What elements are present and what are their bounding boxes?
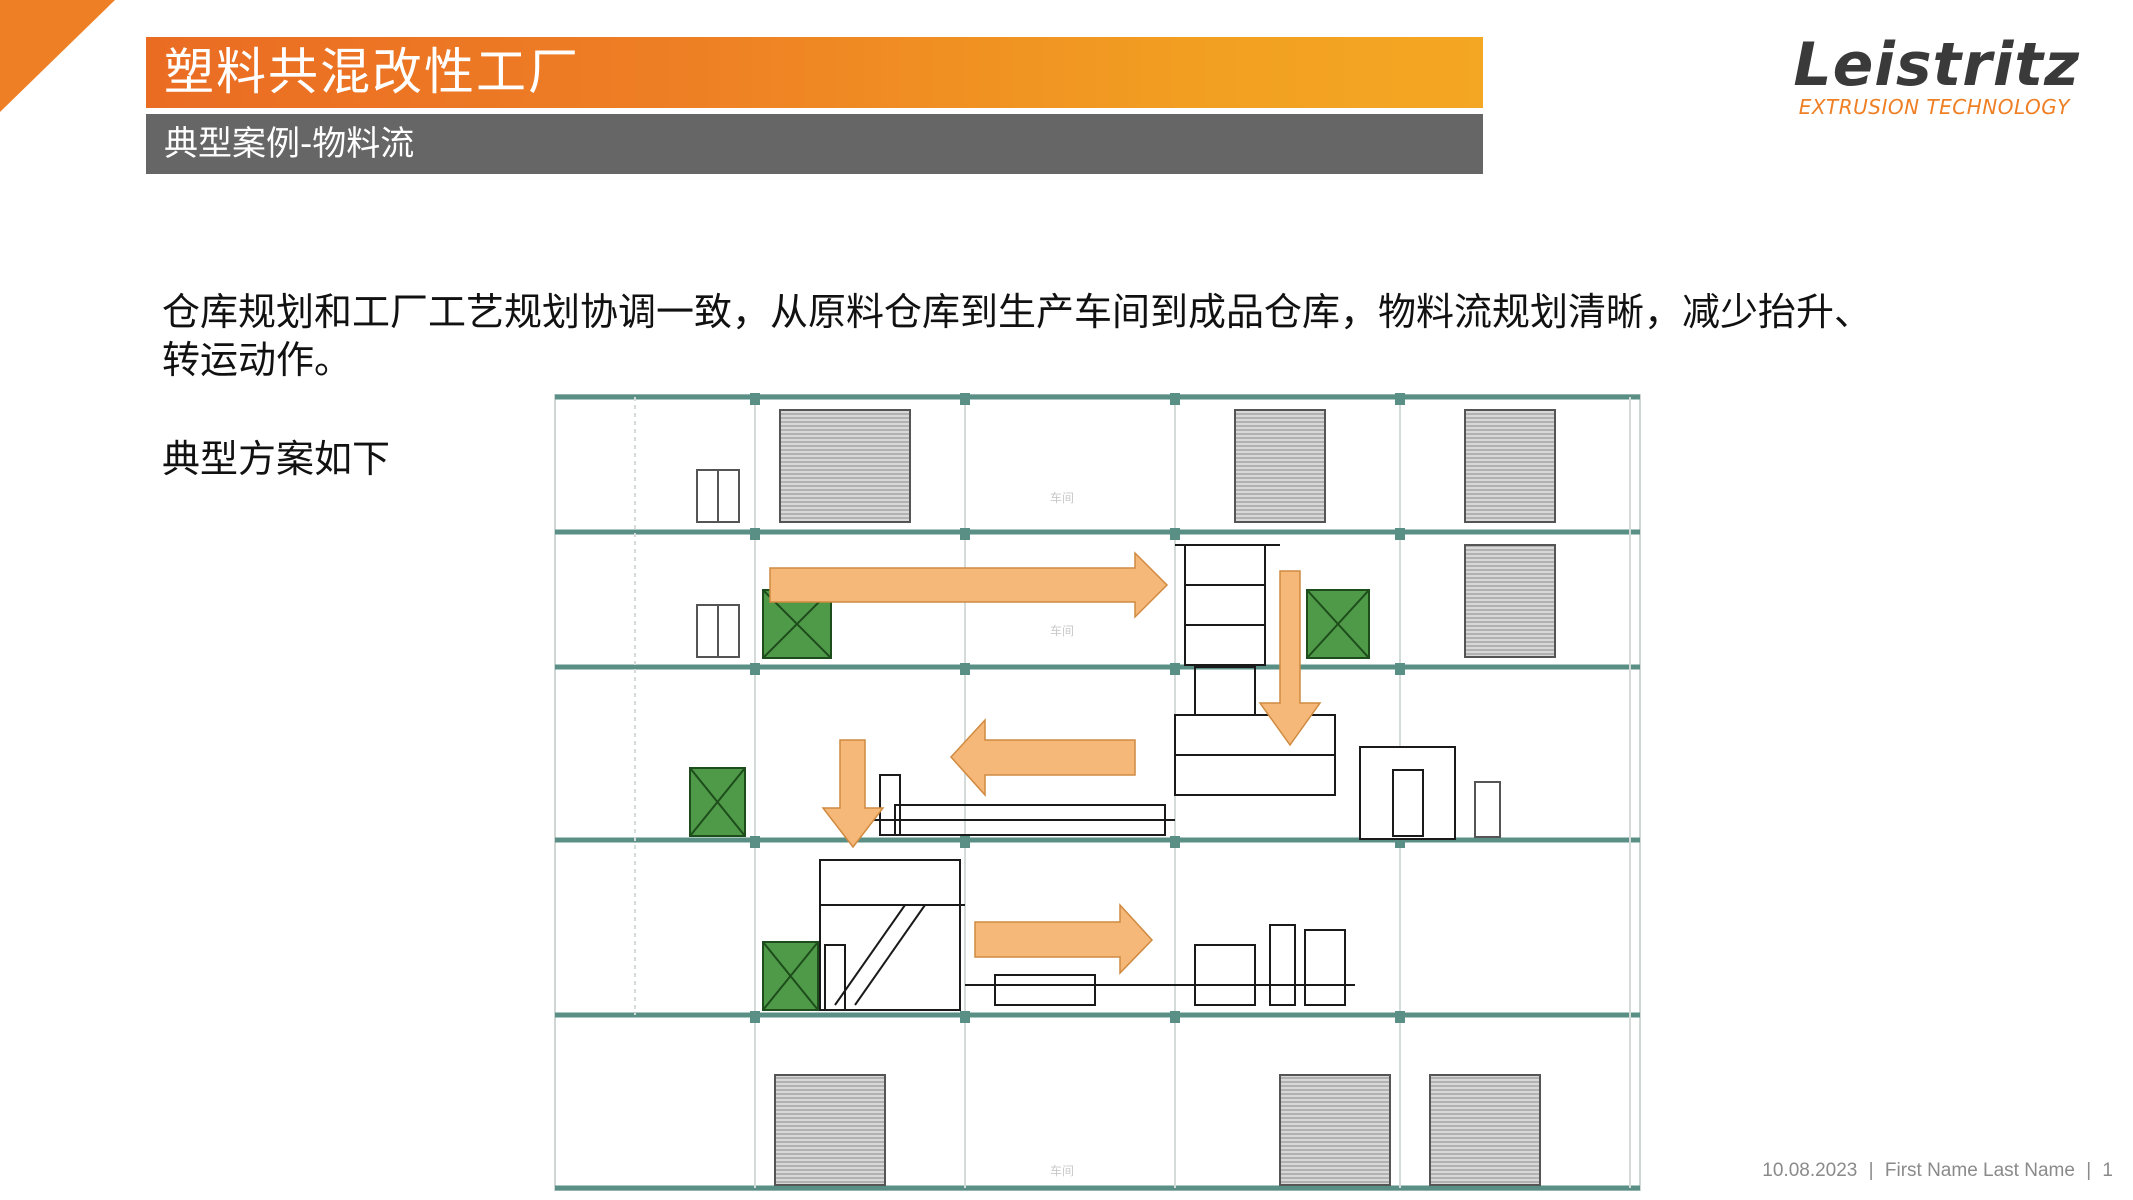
green-crates bbox=[689, 589, 1370, 1011]
footer: 10.08.2023 | First Name Last Name | 1 bbox=[1762, 1160, 2113, 1181]
footer-page-number: 1 bbox=[2102, 1160, 2113, 1181]
equipment bbox=[819, 544, 1456, 1011]
page-title: 塑料共混改性工厂 bbox=[146, 37, 1483, 108]
factory-cross-section-diagram: 车间 车间 车间 bbox=[554, 393, 1641, 1191]
logo-tagline: EXTRUSION TECHNOLOGY bbox=[1798, 95, 2070, 119]
room-label: 车间 bbox=[1050, 623, 1074, 638]
room-label: 车间 bbox=[1050, 1163, 1074, 1178]
logo-name: Leistritz bbox=[1793, 30, 2080, 100]
page-subtitle: 典型案例-物料流 bbox=[146, 114, 1483, 174]
corner-triangle-icon bbox=[0, 0, 115, 112]
room-label: 车间 bbox=[1050, 490, 1074, 505]
footer-name: First Name Last Name bbox=[1884, 1160, 2075, 1181]
description-line-1: 仓库规划和工厂工艺规划协调一致，从原料仓库到生产车间到成品仓库，物料流规划清晰，… bbox=[162, 290, 1873, 334]
shutter-doors bbox=[774, 409, 1556, 1186]
doors bbox=[696, 469, 1501, 838]
floor-slabs bbox=[555, 394, 1640, 1191]
description-paragraph: 仓库规划和工厂工艺规划协调一致，从原料仓库到生产车间到成品仓库，物料流规划清晰，… bbox=[162, 288, 2012, 384]
scheme-intro: 典型方案如下 bbox=[162, 437, 391, 481]
flow-arrows bbox=[769, 551, 1322, 975]
footer-date: 10.08.2023 bbox=[1762, 1160, 1858, 1181]
description-line-2: 转运动作。 bbox=[162, 338, 353, 382]
